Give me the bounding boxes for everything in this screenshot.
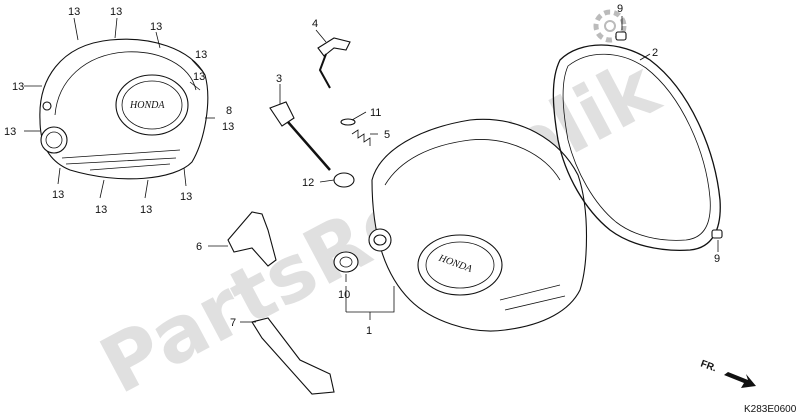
dowel-pin-bottom xyxy=(711,229,723,239)
callout-13: 13 xyxy=(222,121,234,133)
bearing-bush xyxy=(373,234,387,246)
callout-4: 4 xyxy=(312,18,318,30)
callout-13: 13 xyxy=(140,204,152,216)
bracket-lower xyxy=(251,317,335,395)
callout-13: 13 xyxy=(52,189,64,201)
callout-9: 9 xyxy=(617,3,623,15)
callout-13: 13 xyxy=(195,49,207,61)
gear-watermark-icon xyxy=(593,9,627,43)
callout-13: 13 xyxy=(12,81,24,93)
callout-10: 10 xyxy=(338,289,350,301)
oil-seal xyxy=(333,251,359,273)
callout-13: 13 xyxy=(4,126,16,138)
front-direction-arrow: FR. xyxy=(699,358,756,388)
brand-mark: HONDA xyxy=(129,100,165,111)
callout-3: 3 xyxy=(276,73,282,85)
callout-13: 13 xyxy=(193,71,205,83)
callout-13: 13 xyxy=(150,21,162,33)
callout-7: 7 xyxy=(230,317,236,329)
callout-6: 6 xyxy=(196,241,202,253)
callout-13: 13 xyxy=(180,191,192,203)
bolt-leaders xyxy=(24,17,215,199)
arrow-icon xyxy=(724,372,756,388)
callout-12: 12 xyxy=(302,177,314,189)
spring xyxy=(351,129,371,146)
part-leaders xyxy=(208,16,719,323)
cover-gasket xyxy=(552,44,721,251)
o-ring-small xyxy=(340,118,356,126)
callout-1: 1 xyxy=(366,325,372,337)
right-crankcase-cover: HONDA xyxy=(368,118,587,332)
callout-5: 5 xyxy=(384,129,390,141)
bracket-upper xyxy=(227,211,277,267)
outer-cover: HONDA xyxy=(39,38,209,180)
callout-13: 13 xyxy=(110,6,122,18)
shaft-rod xyxy=(317,37,351,89)
callout-13: 13 xyxy=(95,204,107,216)
direction-label: FR. xyxy=(699,358,718,374)
callout-13: 13 xyxy=(68,6,80,18)
diagram-code: K283E0600 xyxy=(744,404,797,415)
dowel-pin-top xyxy=(615,31,627,41)
callout-2: 2 xyxy=(652,47,658,59)
o-ring-large xyxy=(333,172,355,188)
callout-8: 8 xyxy=(226,105,232,117)
filler-plug xyxy=(269,101,331,171)
callout-11: 11 xyxy=(370,107,381,119)
callout-9: 9 xyxy=(714,253,720,265)
